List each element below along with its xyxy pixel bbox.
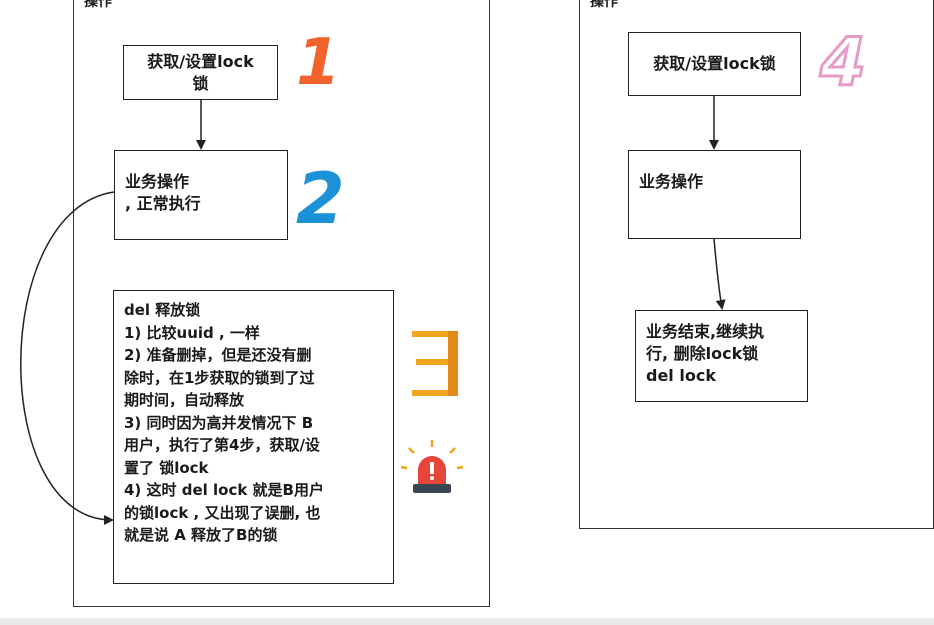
r-step1-line: 获取/设置lock锁 (653, 54, 776, 73)
step3-line: 就是说 A 释放了B的锁 (124, 526, 278, 544)
r-step2-line: 业务操作 (639, 172, 704, 191)
r-step3-line: 行, 删除lock锁 (646, 344, 759, 363)
step1-box: 获取/设置lock 锁 (123, 45, 278, 100)
step3-line: del 释放锁 (124, 301, 201, 319)
r-step3-line: 业务结束,继续执 (646, 322, 765, 341)
step3-line: 3) 同时因为高并发情况下 B (124, 413, 314, 432)
step3-line: 期时间，自动释放 (124, 391, 245, 409)
step2-line: , 正常执行 (125, 194, 201, 213)
step3-line: 4) 这时 del lock 就是B用户 (124, 481, 324, 499)
r-step3-box: 业务结束,继续执 行, 删除lock锁 del lock (635, 310, 808, 402)
bottom-bar (0, 618, 934, 625)
step1-line: 获取/设置lock (147, 51, 254, 71)
arrow-r-step2-to-step3 (713, 238, 726, 310)
r-step3-line: del lock (646, 366, 716, 385)
step3-line: 置了 锁lock (124, 458, 209, 477)
step3-line: 用户，执行了第4步，获取/设 (124, 436, 320, 454)
step-number-4: 4 (819, 23, 868, 103)
arrow-step2-to-step3 (20, 191, 115, 525)
siren-icon (400, 440, 464, 493)
step3-box: del 释放锁 1) 比较uuid , 一样 2) 准备删掉，但是还没有删 除时… (113, 290, 394, 584)
step2-line: 业务操作 (125, 172, 190, 191)
step3-line: 除时，在1步获取的锁到了过 (124, 368, 315, 387)
step-number-1: 1 (296, 26, 341, 100)
panel-title: 操作 (84, 0, 112, 10)
step2-box: 业务操作 , 正常执行 (114, 150, 288, 240)
step1-line: 锁 (192, 73, 209, 93)
panel-title: 操作 (590, 0, 618, 10)
r-step2-box: 业务操作 (628, 150, 801, 239)
step-number-2: 2 (296, 158, 345, 240)
number-three-bracket-icon (412, 331, 458, 396)
step3-line: 1) 比较uuid , 一样 (124, 323, 260, 342)
step3-line: 2) 准备删掉，但是还没有删 (124, 346, 312, 364)
step3-line: 的锁lock , 又出现了误删, 也 (124, 503, 321, 522)
r-step1-box: 获取/设置lock锁 (628, 32, 801, 96)
